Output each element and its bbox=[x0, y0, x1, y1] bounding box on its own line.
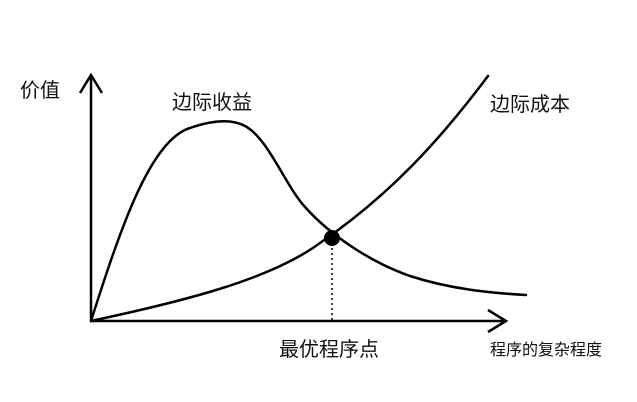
y-axis-arrowhead bbox=[78, 72, 104, 94]
optimum-point bbox=[324, 230, 340, 246]
marginal-cost-curve bbox=[89, 74, 490, 323]
y-axis-label: 价值 bbox=[20, 78, 60, 102]
x-axis-label: 程序的复杂程度 bbox=[490, 340, 602, 359]
optimum-label: 最优程序点 bbox=[279, 337, 379, 361]
marginal-benefit-label: 边际收益 bbox=[172, 90, 252, 114]
marginal-benefit-curve bbox=[89, 120, 528, 323]
marginal-cost-label: 边际成本 bbox=[490, 92, 570, 116]
x-axis-arrowhead bbox=[487, 308, 509, 334]
